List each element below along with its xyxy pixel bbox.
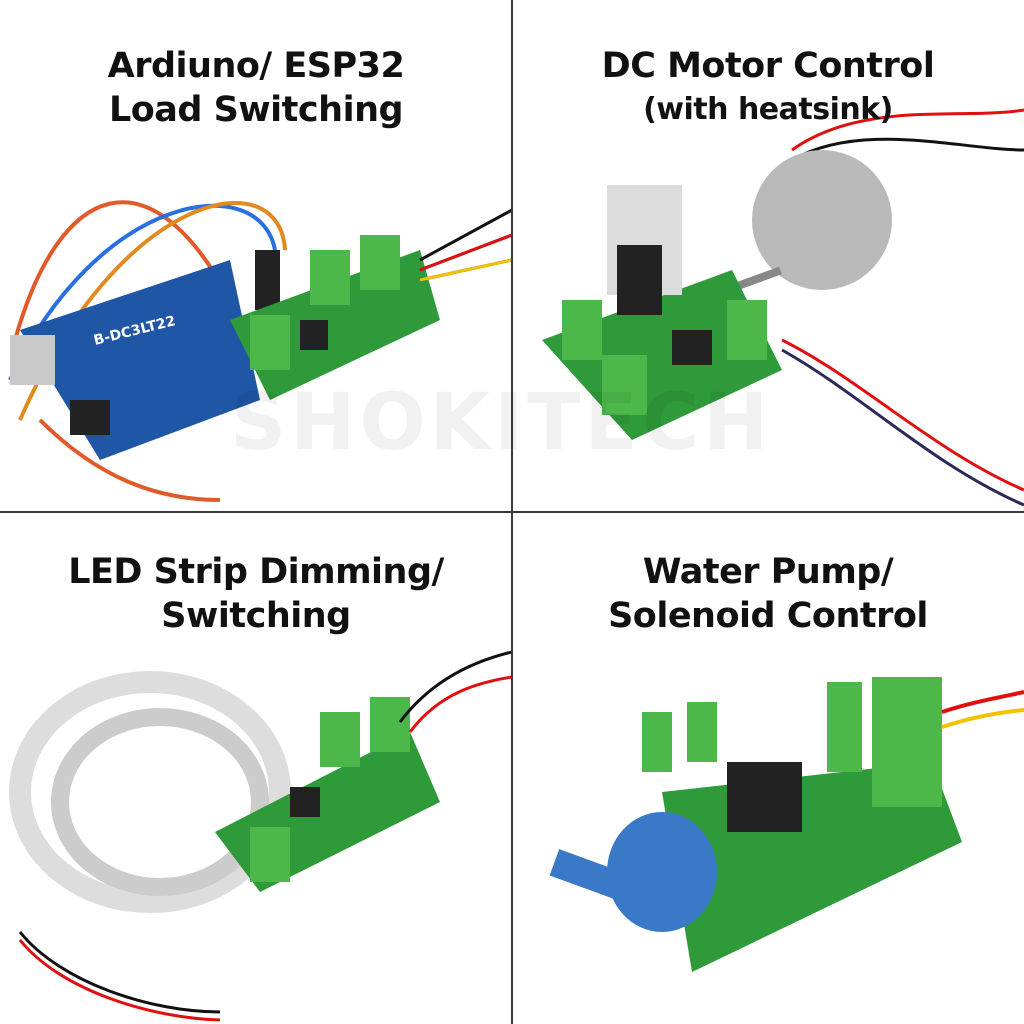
title-line-1: LED Strip Dimming/ — [68, 552, 444, 592]
panel-water-pump: Water Pump/ Solenoid Control — [512, 512, 1024, 1024]
panel-dc-motor: DC Motor Control (with heatsink) — [512, 0, 1024, 512]
panel-title: DC Motor Control (with heatsink) — [512, 44, 1024, 132]
led-strip-module-image — [9, 650, 512, 1022]
title-line-1: Water Pump/ — [642, 552, 894, 592]
title-line-2: (with heatsink) — [643, 92, 893, 127]
divider-horizontal — [0, 511, 1024, 513]
title-line-2: Load Switching — [108, 90, 404, 130]
title-line-2: Switching — [161, 596, 351, 636]
panel-title: Ardiuno/ ESP32 Load Switching — [0, 44, 512, 132]
title-line-1: DC Motor Control — [601, 46, 935, 86]
panel-title: LED Strip Dimming/ Switching — [0, 550, 512, 638]
title-line-1: Ardiuno/ ESP32 — [107, 46, 405, 86]
arduino-module-image: B-DC3LT22 — [8, 200, 512, 502]
dc-motor-module-image — [542, 108, 1024, 507]
watermark: SHOKITECH — [230, 378, 773, 468]
title-line-2: Solenoid Control — [608, 596, 928, 636]
panel-led-strip: LED Strip Dimming/ Switching — [0, 512, 512, 1024]
water-pump-module-image — [549, 677, 1024, 972]
panel-title: Water Pump/ Solenoid Control — [512, 550, 1024, 638]
panel-arduino: B-DC3LT22 Ardiuno/ ESP32 Load Switching — [0, 0, 512, 512]
